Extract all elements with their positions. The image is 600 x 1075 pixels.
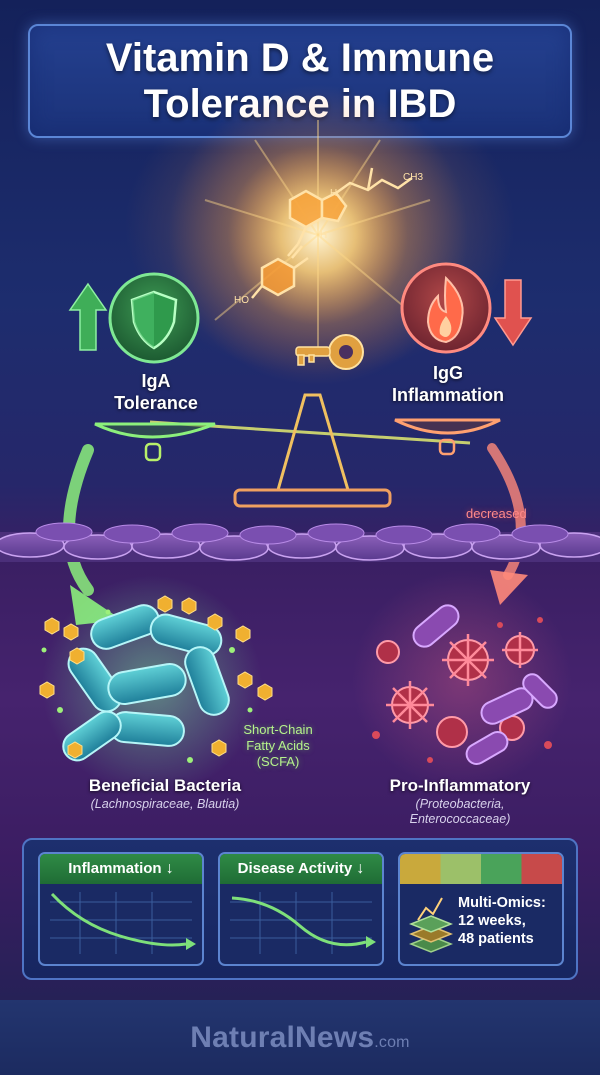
balance-scale	[94, 393, 501, 508]
scfa-label: Short-Chain Fatty Acids (SCFA)	[228, 722, 328, 770]
disease-activity-card-header: Disease Activity ↓	[220, 854, 382, 884]
iga-label: IgA Tolerance	[96, 370, 216, 414]
disease-activity-card-label: Disease Activity	[237, 860, 353, 877]
sunburst	[168, 85, 468, 385]
scfa-line3: (SCFA)	[256, 754, 300, 769]
inflammation-card-header: Inflammation ↓	[40, 854, 202, 884]
h-label: H	[330, 188, 337, 199]
igg-label-line2: Inflammation	[391, 385, 504, 405]
multi-omics-text: Multi-Omics: 12 weeks, 48 patients	[458, 894, 546, 948]
inflammation-card: Inflammation ↓	[38, 852, 204, 966]
down-arrow-icon	[493, 279, 533, 347]
down-arrow-icon: ↓	[165, 860, 174, 877]
igg-label-line1: IgG	[433, 363, 463, 383]
pro-inflammatory-bacteria-cluster	[352, 570, 572, 790]
vitamin-d-molecule	[251, 167, 413, 299]
disease-activity-card: Disease Activity ↓	[218, 852, 384, 966]
omics-color-bar	[400, 854, 562, 884]
omics-color-segment	[440, 854, 482, 884]
beneficial-bacteria-title: Beneficial Bacteria	[88, 776, 242, 795]
results-panel: Inflammation ↓ Disease Activity ↓	[22, 838, 578, 980]
disease-activity-trend-graph	[230, 892, 376, 954]
shield-icon	[108, 272, 200, 364]
decreased-label: decreased	[466, 506, 527, 521]
brand-name: NaturalNews	[190, 1020, 375, 1054]
footer: NaturalNews.com	[0, 1000, 600, 1075]
down-arrow-icon: ↓	[356, 860, 365, 877]
omics-color-segment	[481, 854, 522, 884]
intestinal-lining	[0, 522, 600, 562]
iga-label-line2: Tolerance	[114, 393, 198, 413]
ho-label: HO	[234, 295, 249, 306]
ch3-label: CH3	[403, 172, 423, 183]
up-arrow-icon	[68, 282, 108, 351]
beneficial-bacteria-cluster	[39, 575, 273, 795]
layers-icon	[408, 897, 454, 953]
brand-suffix: .com	[374, 1033, 410, 1051]
pro-inflammatory-subtitle-line1: (Proteobacteria,	[415, 797, 505, 811]
omics-line3: 48 patients	[458, 931, 534, 947]
inflammation-card-label: Inflammation	[68, 860, 162, 877]
pro-inflammatory-title: Pro-Inflammatory	[389, 776, 531, 795]
igg-label: IgG Inflammation	[378, 362, 518, 406]
multi-omics-card: Multi-Omics: 12 weeks, 48 patients	[398, 852, 564, 966]
scfa-line1: Short-Chain	[243, 722, 313, 737]
omics-color-segment	[400, 854, 441, 884]
h-label: H	[320, 230, 327, 241]
pro-inflammatory-subtitle: (Proteobacteria, Enterococcaceae)	[360, 797, 560, 827]
beneficial-bacteria-subtitle: (Lachnospiraceae, Blautia)	[90, 797, 240, 811]
illustration: CH3 H H HO	[0, 85, 600, 795]
brand-logo: NaturalNews.com	[190, 1021, 409, 1055]
omics-line1: Multi-Omics:	[458, 895, 546, 911]
flame-icon	[400, 262, 492, 354]
omics-color-segment	[521, 854, 562, 884]
scfa-line2: Fatty Acids	[246, 738, 310, 753]
omics-line2: 12 weeks,	[458, 913, 526, 929]
iga-label-line1: IgA	[141, 371, 171, 391]
inflammation-trend-graph	[50, 892, 196, 954]
key-icon	[295, 334, 364, 370]
pro-inflammatory-subtitle-line2: Enterococcaceae)	[409, 812, 511, 826]
